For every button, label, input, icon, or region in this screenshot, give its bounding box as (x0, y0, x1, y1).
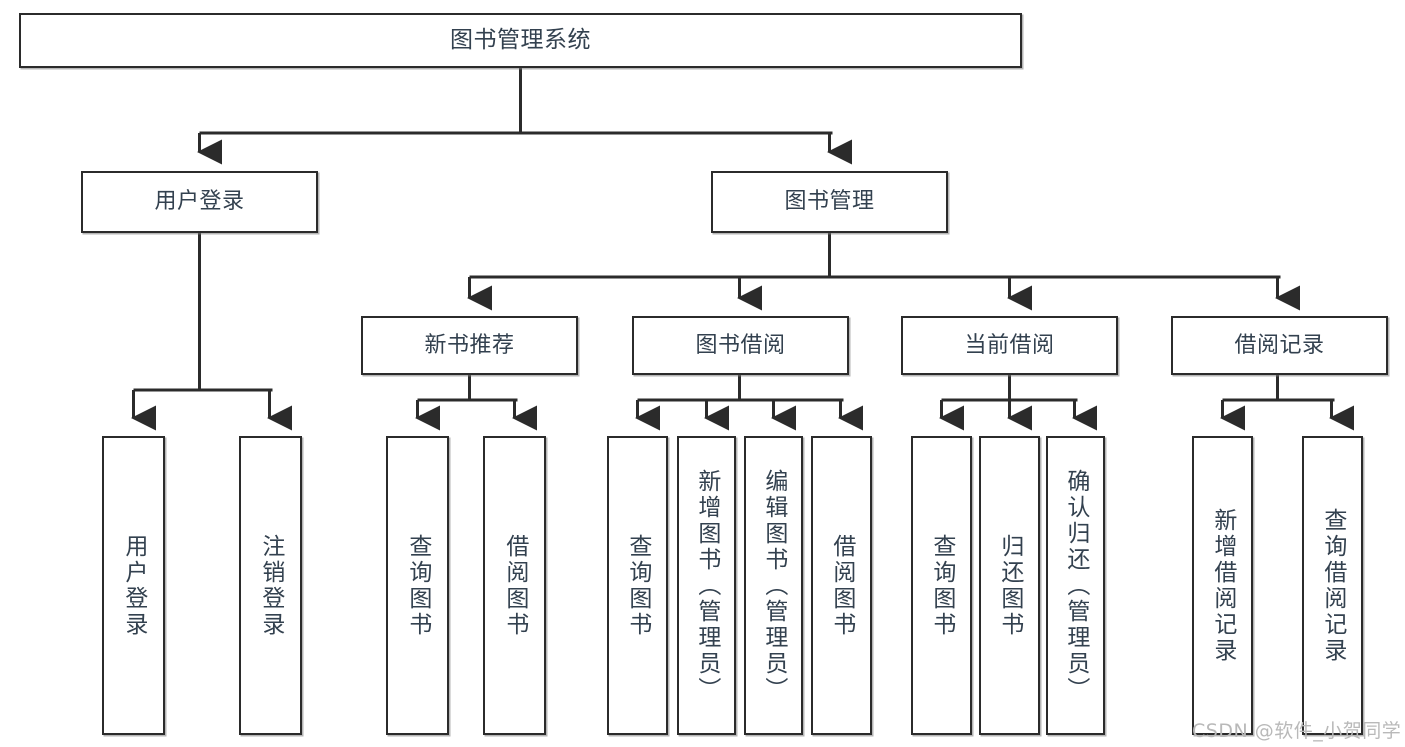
node-label: 查询借阅记录 (1319, 507, 1346, 664)
node-label: 查询图书 (624, 533, 651, 638)
node-label: 图书管理系统 (450, 26, 591, 53)
node-leaf-add-book[interactable]: 新增图书（管理员） (677, 436, 736, 735)
node-label: 新书推荐 (424, 332, 515, 358)
node-leaf-query-book-borrow[interactable]: 查询图书 (607, 436, 668, 735)
node-leaf-query-borrow-record[interactable]: 查询借阅记录 (1302, 436, 1363, 735)
node-current-borrow[interactable]: 当前借阅 (901, 316, 1118, 375)
node-leaf-query-book-current[interactable]: 查询图书 (911, 436, 972, 735)
node-leaf-query-book-recommend[interactable]: 查询图书 (386, 436, 449, 735)
node-leaf-return-book[interactable]: 归还图书 (979, 436, 1040, 735)
node-book-management[interactable]: 图书管理 (711, 171, 948, 233)
node-label: 查询图书 (928, 533, 955, 638)
node-leaf-confirm-return[interactable]: 确认归还（管理员） (1046, 436, 1105, 735)
node-label: 确认归还（管理员） (1062, 468, 1089, 703)
node-label: 借阅图书 (501, 533, 528, 638)
node-root-system[interactable]: 图书管理系统 (19, 13, 1022, 68)
node-label: 图书管理 (784, 189, 875, 215)
node-label: 编辑图书（管理员） (760, 468, 787, 703)
node-leaf-logout-login[interactable]: 注销登录 (239, 436, 302, 735)
node-leaf-edit-book[interactable]: 编辑图书（管理员） (744, 436, 803, 735)
node-label: 图书借阅 (695, 332, 786, 358)
node-leaf-borrow-book-recommend[interactable]: 借阅图书 (483, 436, 546, 735)
node-borrow-record[interactable]: 借阅记录 (1171, 316, 1388, 375)
node-label: 用户登录 (120, 533, 147, 638)
node-book-borrow[interactable]: 图书借阅 (632, 316, 849, 375)
node-label: 借阅记录 (1234, 332, 1325, 358)
node-label: 用户登录 (154, 189, 245, 215)
node-user-login[interactable]: 用户登录 (81, 171, 318, 233)
csdn-watermark: CSDN @软件_小贺同学 (1192, 720, 1402, 742)
node-leaf-add-borrow-record[interactable]: 新增借阅记录 (1192, 436, 1253, 735)
node-new-book-recommend[interactable]: 新书推荐 (361, 316, 578, 375)
node-leaf-borrow-book[interactable]: 借阅图书 (811, 436, 872, 735)
node-label: 借阅图书 (828, 533, 855, 638)
node-label: 归还图书 (996, 533, 1023, 638)
node-label: 新增借阅记录 (1209, 507, 1236, 664)
node-leaf-user-login[interactable]: 用户登录 (102, 436, 165, 735)
node-label: 当前借阅 (964, 332, 1055, 358)
node-label: 查询图书 (404, 533, 431, 638)
node-label: 注销登录 (257, 533, 284, 638)
node-label: 新增图书（管理员） (693, 468, 720, 703)
